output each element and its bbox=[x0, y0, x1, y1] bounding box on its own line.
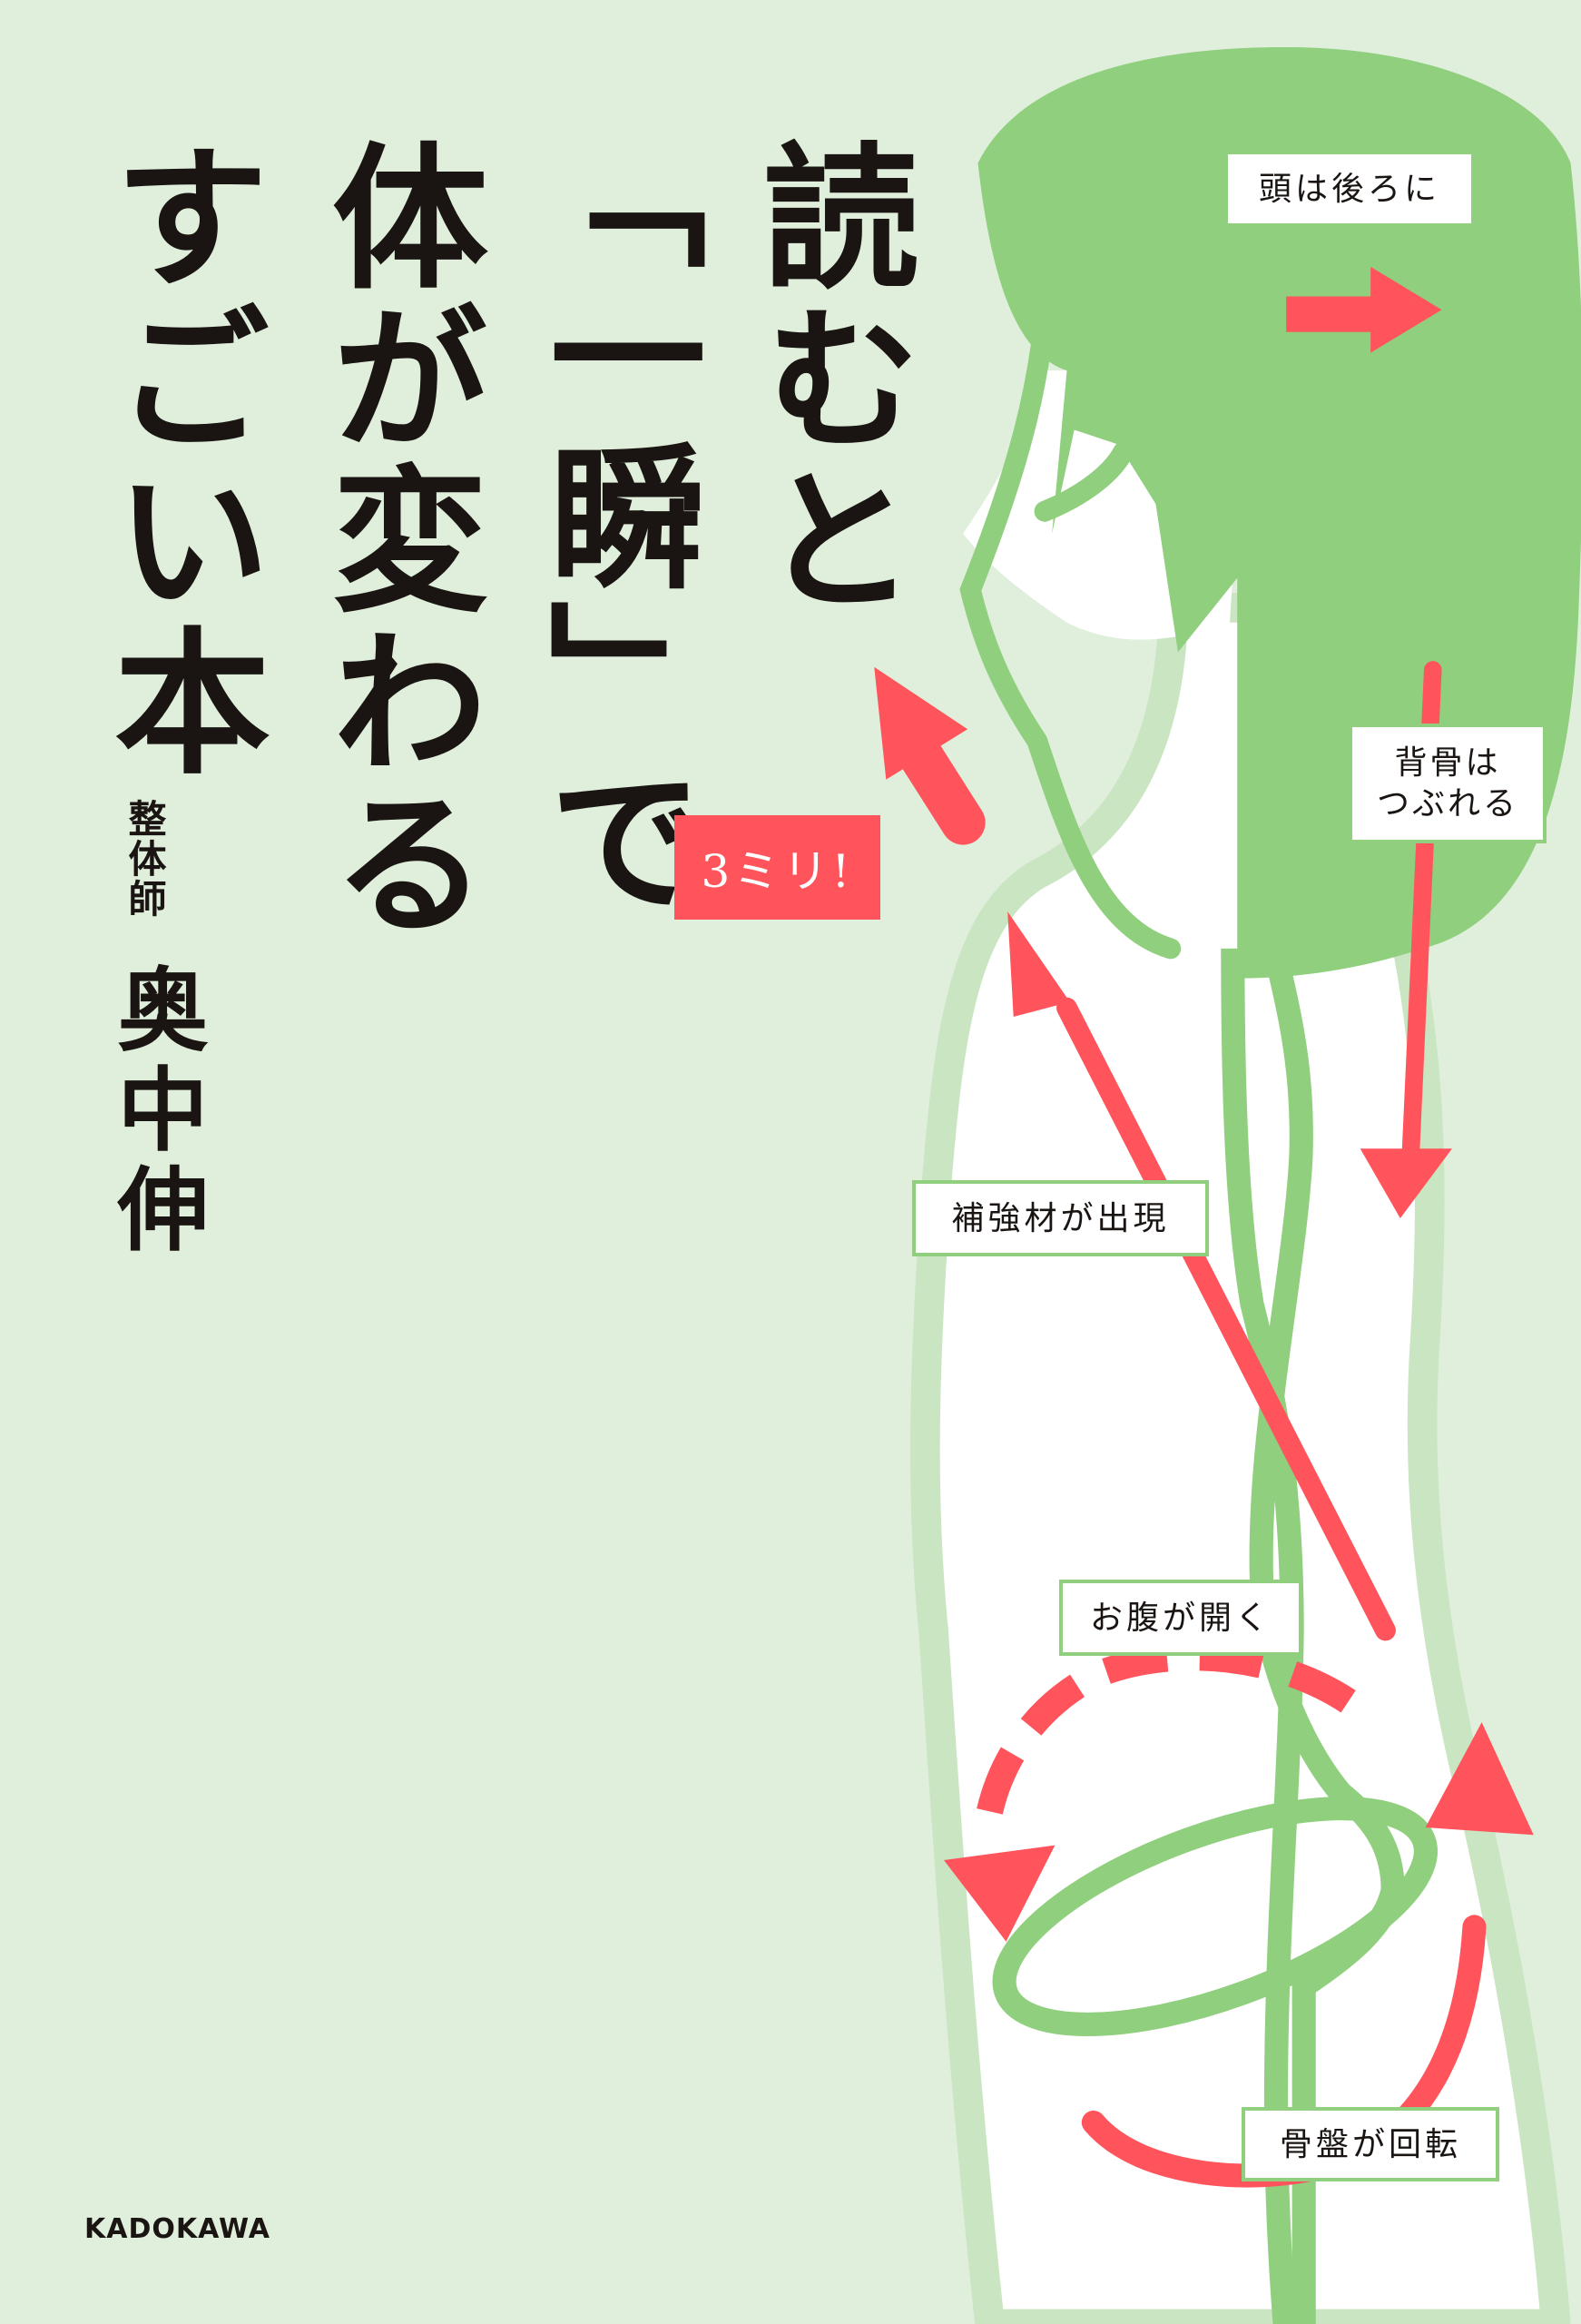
smile bbox=[1034, 441, 1134, 522]
dashed-arc-arrow bbox=[972, 1643, 1356, 1840]
title-line-1: 読むと bbox=[736, 136, 918, 621]
pelvis-ring bbox=[992, 1797, 1438, 2036]
title-line-4: すごい本 bbox=[87, 136, 270, 783]
label-belly-opens: お腹が開く bbox=[1059, 1580, 1302, 1656]
author-role: 整体師 bbox=[123, 799, 167, 919]
spine-line bbox=[1221, 948, 1304, 2324]
label-spine-crushed: 背骨は つぶれる bbox=[1349, 724, 1547, 843]
spine-lower bbox=[1240, 596, 1405, 2324]
label-pelvis-rotates: 骨盤が回転 bbox=[1242, 2107, 1499, 2181]
title-line-3: 体が変わる bbox=[305, 136, 487, 944]
label-brace-appears: 補強材が出現 bbox=[912, 1180, 1209, 1256]
eye-icon bbox=[1047, 321, 1077, 367]
publisher-logo: KADOKAWA bbox=[84, 2213, 270, 2245]
arrow-up-icon bbox=[1425, 1722, 1534, 1836]
arrow-right-icon bbox=[1286, 266, 1442, 353]
arrow-down-left-icon bbox=[943, 1845, 1056, 1942]
arrow-diagonal-icon bbox=[1007, 911, 1396, 1641]
arrow-up-left-icon bbox=[874, 666, 986, 845]
title-line-2: 「一瞬」で bbox=[523, 113, 705, 921]
author-name: 奥中伸 bbox=[102, 962, 208, 1262]
label-head-back: 頭は後ろに bbox=[1228, 154, 1471, 223]
label-3mm: 3ミリ! bbox=[674, 815, 880, 920]
face-outline bbox=[959, 308, 1182, 960]
